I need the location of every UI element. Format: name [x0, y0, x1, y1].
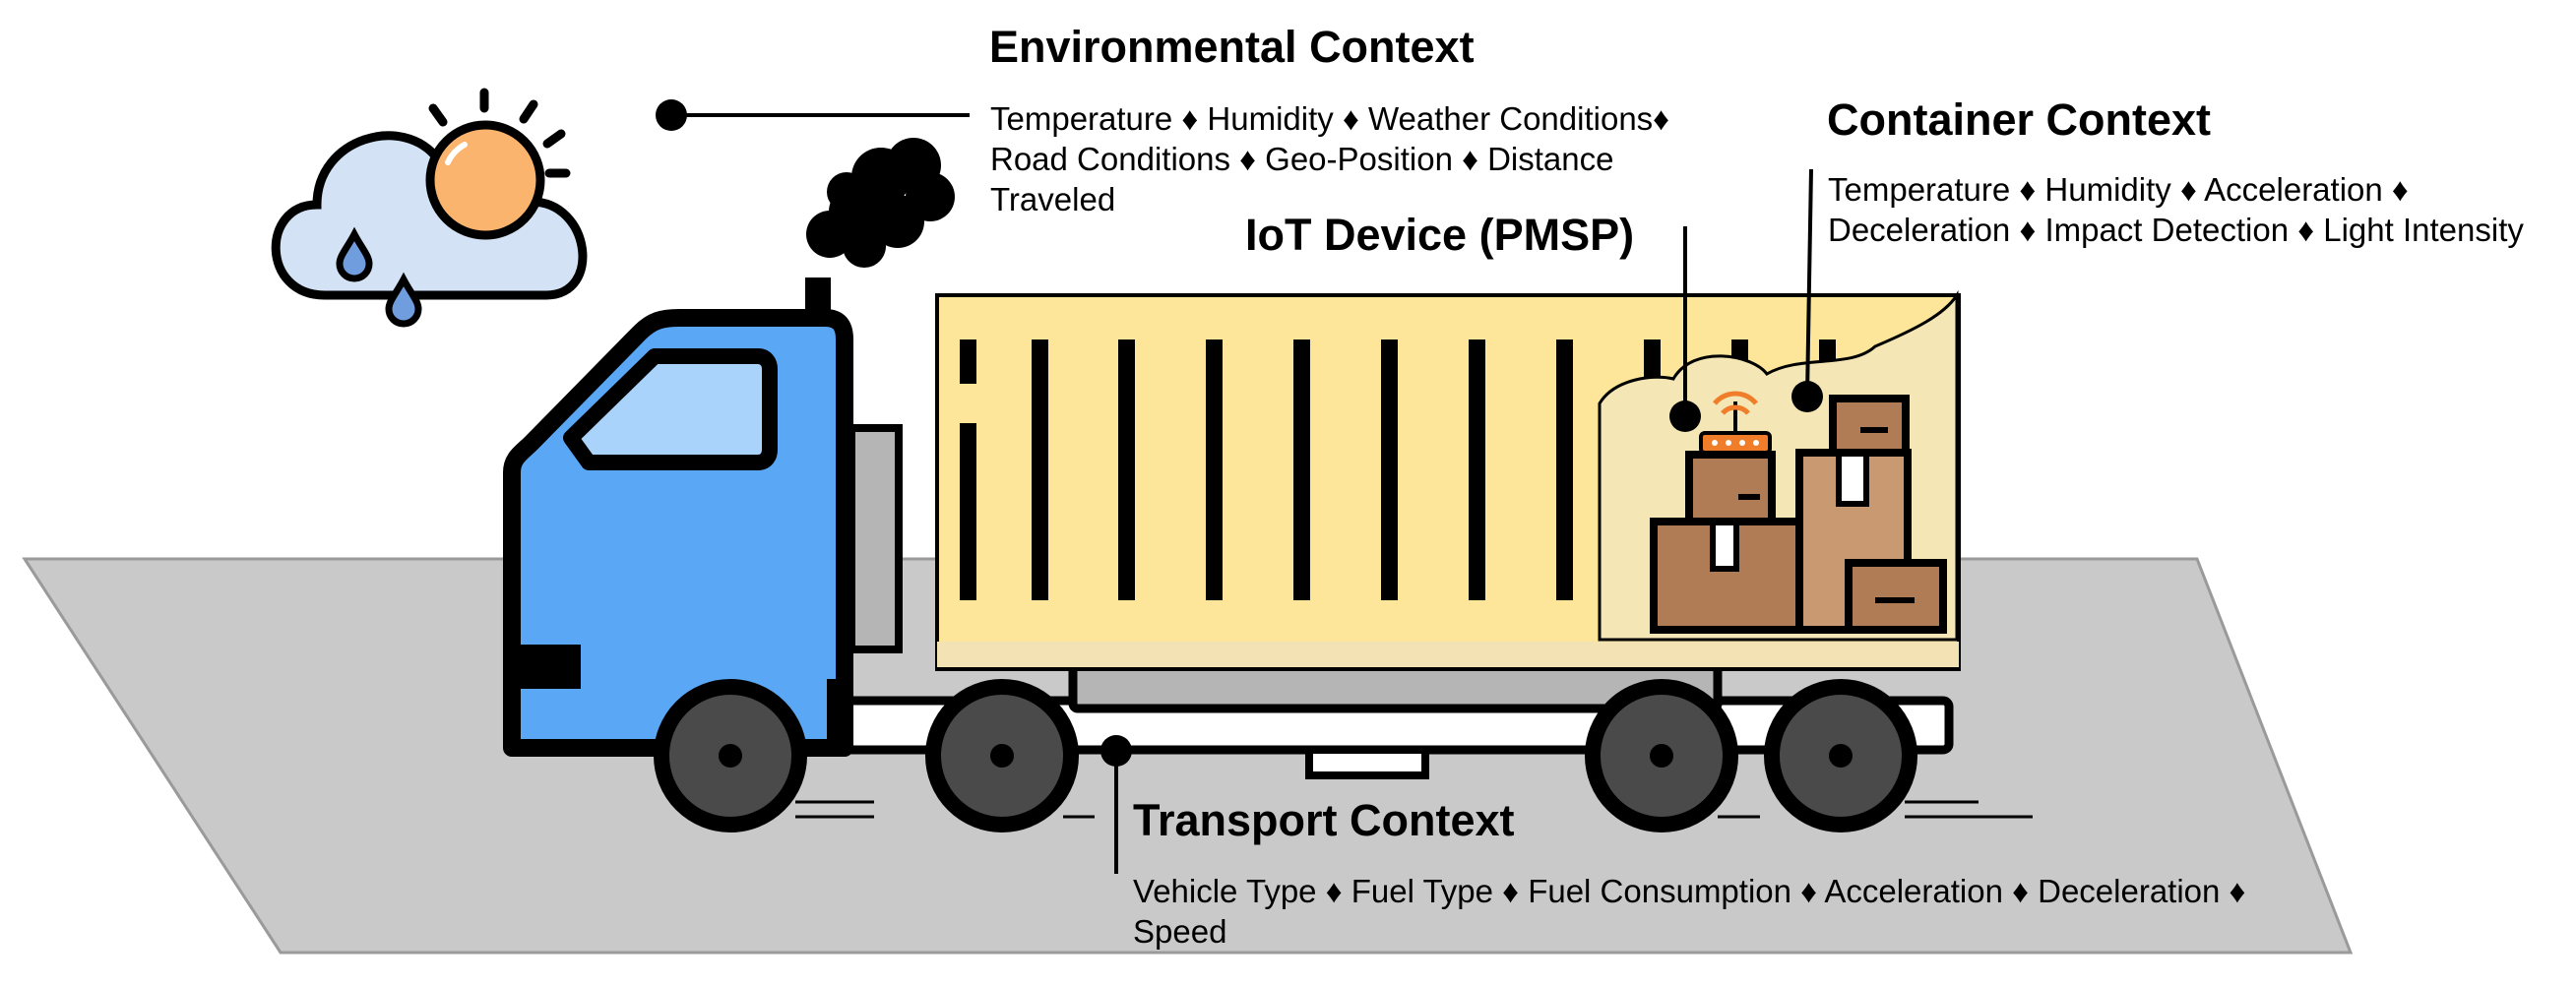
environmental-context-items: Temperature ♦ Humidity ♦ Weather Conditi…: [990, 98, 1669, 219]
callout-connectors: [656, 99, 1823, 874]
transport-context-items: Vehicle Type ♦ Fuel Type ♦ Fuel Consumpt…: [1133, 871, 2245, 952]
smoke-icon: [806, 138, 955, 268]
motion-lines: [795, 800, 2033, 819]
iot-device-title: IoT Device (PMSP): [1245, 210, 1635, 260]
transport-line-1: Vehicle Type ♦ Fuel Type ♦ Fuel Consumpt…: [1133, 873, 2246, 909]
transport-line-2: Speed: [1133, 913, 1227, 950]
cardboard-boxes-icon: [1650, 395, 1947, 634]
container-context-items: Temperature ♦ Humidity ♦ Acceleration ♦ …: [1828, 169, 2524, 250]
truck-icon: [503, 277, 2033, 832]
weather-cloud-sun-rain-icon: [271, 88, 588, 328]
container-line-2: Deceleration ♦ Impact Detection ♦ Light …: [1828, 212, 2524, 248]
container-context-title: Container Context: [1827, 94, 2212, 145]
transport-context-title: Transport Context: [1133, 795, 1515, 845]
environmental-line-1: Temperature ♦ Humidity ♦ Weather Conditi…: [990, 100, 1670, 137]
iot-router-icon: [1699, 391, 1772, 455]
environmental-line-3: Traveled: [990, 181, 1116, 217]
environmental-line-2: Road Conditions ♦ Geo-Position ♦ Distanc…: [990, 141, 1614, 177]
container-line-1: Temperature ♦ Humidity ♦ Acceleration ♦: [1828, 171, 2409, 208]
environmental-context-title: Environmental Context: [989, 22, 1475, 72]
